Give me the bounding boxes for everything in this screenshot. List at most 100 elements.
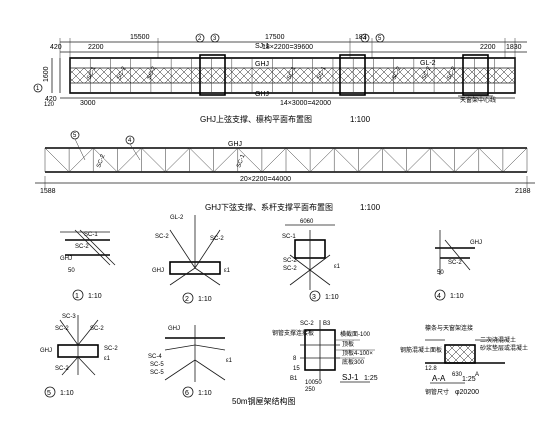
sj-label-5: 顶板4-100× [342, 349, 373, 357]
d3-label-1: SC-1 [282, 234, 296, 240]
d3-label-0: 6060 [300, 219, 314, 225]
d1-label-1: SC-2 [75, 244, 89, 250]
aa-label-5: 630 [452, 372, 463, 378]
label-sc-d: SC-1 [286, 65, 297, 81]
sj-scale: 1:25 [364, 375, 378, 382]
d5-label-4: SC-2 [104, 346, 118, 352]
label-sc-c: SC-2 [146, 65, 157, 81]
aa-label-3: 钢筋混凝土面板 [400, 346, 442, 354]
aa-label-6: A [475, 372, 479, 378]
d1-num: 1 [75, 293, 79, 300]
dim-bot-0: 420 [45, 96, 57, 103]
bot-mark-5: 5 [73, 133, 77, 139]
d3-label-4: ε1 [334, 264, 341, 270]
mark-5: 5 [378, 36, 382, 42]
label-ghj-a: GHJ [255, 61, 269, 68]
bot-brace-line [334, 147, 359, 173]
d5-num: 5 [47, 390, 51, 397]
d6-label-0: GHJ [168, 326, 180, 332]
d1-label-0: SC-1 [84, 232, 98, 238]
dim-left-mark: 1 [36, 86, 40, 92]
d2-label-2: SC-2 [210, 236, 224, 242]
label-sj1: SJ-1 [255, 43, 270, 50]
dim-top-2: 15500 [130, 34, 150, 41]
sj1-detail: 钢管支撑连接板 横截面-100 SC-2 B3 顶板 顶板4-100× 底板30… [272, 320, 378, 393]
d1-label-2: GHJ [60, 256, 72, 262]
d1-scale: 1:10 [88, 293, 102, 300]
aa-label-1: 二次浇混凝土 [480, 336, 516, 344]
bot-brace-line [213, 147, 238, 173]
d6-scale: 1:10 [198, 390, 212, 397]
sj-label-1: 横截面-100 [340, 330, 371, 338]
bot-brace-line [285, 147, 311, 173]
bot-brace-line [406, 147, 431, 173]
top-plan-scale: 1:100 [350, 115, 371, 124]
detail-5: SC-3 SC-2 SC-2 GHJ SC-2 ε1 SC-2 5 1:10 [40, 314, 118, 398]
detail-3: 6060 SC-1 SC-2 SC-2 ε1 3 1:10 [282, 219, 341, 302]
d2-num: 2 [185, 296, 189, 303]
d5-label-1: SC-2 [55, 326, 69, 332]
bot-brace-line [68, 147, 94, 173]
sj-label-2: SC-2 [300, 321, 314, 327]
section-title: 50m钢屋架结构图 [232, 396, 296, 406]
d6-label-4: ε1 [226, 358, 233, 364]
bot-brace-line [165, 147, 190, 173]
dim-top-5: 2200 [480, 44, 496, 51]
d6-label-2: SC-5 [150, 362, 164, 368]
bot-brace-line [189, 147, 214, 173]
sj-label-7: 8 [293, 356, 297, 362]
dim-top-0: 420 [50, 44, 62, 51]
label-sc-b: SC-2 [116, 65, 127, 81]
d4-label-0: GHJ [470, 240, 482, 246]
top-plan: 420 2200 15500 17500 183 2200 1830 18×22… [33, 33, 527, 124]
bot-brace-line [358, 147, 383, 173]
sj-label-8: 15 [293, 366, 300, 372]
sj-label-11: 50 [315, 380, 322, 386]
bot-brace-line [117, 147, 142, 173]
d5-label-0: SC-3 [62, 314, 76, 320]
bot-dim-right: 2188 [515, 188, 531, 195]
d1-label-3: 50 [68, 268, 75, 274]
sj-label-4: 顶板 [342, 340, 354, 348]
d3-label-3: SC-2 [283, 266, 297, 272]
bot-brace-line [309, 147, 335, 173]
label-ghj-b: GHJ [255, 91, 269, 98]
d5-label-2: SC-2 [90, 326, 104, 332]
d6-label-3: SC-5 [150, 370, 164, 376]
sj-label-6: 底板300 [342, 358, 365, 366]
bot-plan-title: GHJ下弦支撑、系杆支撑平面布置图 [205, 202, 333, 212]
bot-brace-line [93, 147, 118, 173]
d3-num: 3 [312, 294, 316, 301]
bottom-plan: 1588 20×2200=44000 2188 GHJ SC-2 SC-1 5 … [35, 130, 535, 212]
sj-title: SJ-1 [342, 373, 359, 382]
d4-scale: 1:10 [450, 293, 464, 300]
dim-bot-2: 14×3000=42000 [280, 100, 331, 107]
mark-4: 4 [363, 36, 367, 42]
aa-label-2: 砂浆垫层或混凝土 [480, 344, 528, 352]
dim-bot-1: 3000 [80, 100, 96, 107]
d6-num: 6 [185, 390, 189, 397]
detail-2: GL-2 SC-2 SC-2 GHJ ε1 2 1:10 [152, 215, 231, 304]
d3-scale: 1:10 [325, 294, 339, 301]
bot-brace-line [237, 147, 263, 173]
sj-label-10: 100 [305, 380, 316, 386]
aa-note-label: 钢管尺寸 [425, 388, 449, 396]
d4-label-2: 50 [437, 270, 444, 276]
label-sc-g: SC-2 [421, 65, 432, 81]
d2-label-0: GL-2 [170, 215, 184, 221]
bot-brace-line [261, 147, 287, 173]
bot-label-ghj: GHJ [228, 141, 242, 148]
d2-label-1: SC-2 [155, 234, 169, 240]
bot-brace-line [502, 147, 528, 173]
top-plan-title: GHJ上弦支撑、檩构平面布置图 [200, 114, 312, 124]
sj-label-9: B1 [290, 376, 298, 382]
aa-label-0: 檩条与天窗架连接 [425, 324, 473, 332]
aa-note-value: φ20200 [455, 389, 479, 396]
d2-label-4: ε1 [224, 268, 231, 274]
detail-1: SC-1 SC-2 GHJ 50 1 1:10 [60, 229, 116, 301]
dim-left-total: 1600 [43, 66, 50, 82]
dim-top-1: 2200 [88, 44, 104, 51]
bot-mark-4: 4 [128, 138, 132, 144]
bot-brace-line [430, 147, 455, 173]
bot-plan-scale: 1:100 [360, 203, 381, 212]
